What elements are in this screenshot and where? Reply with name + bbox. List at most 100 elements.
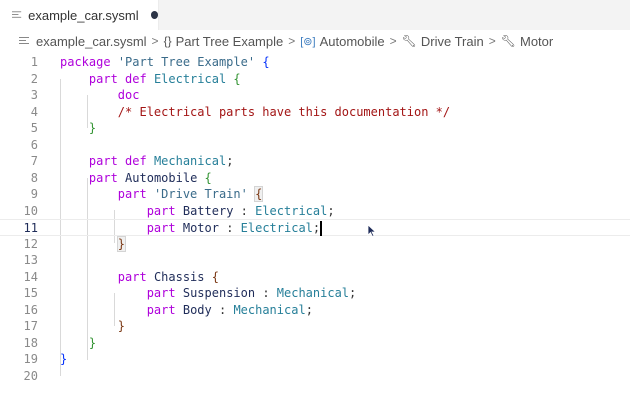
indent-guide bbox=[114, 293, 115, 326]
code-token bbox=[60, 204, 147, 218]
code-text: part Chassis { bbox=[60, 269, 219, 286]
line-number: 19 bbox=[23, 352, 38, 366]
code-text: } bbox=[60, 120, 96, 137]
code-token bbox=[176, 286, 183, 300]
code-token: part bbox=[88, 170, 118, 185]
code-token: part bbox=[146, 221, 176, 235]
code-token: { bbox=[211, 269, 219, 284]
code-token bbox=[60, 303, 147, 317]
code-line[interactable]: 13 bbox=[0, 252, 630, 269]
wrench-icon: 🔧︎ bbox=[401, 34, 417, 48]
indent-guide bbox=[87, 178, 88, 360]
code-token bbox=[248, 187, 255, 201]
breadcrumb-item-package[interactable]: {} Part Tree Example bbox=[164, 34, 284, 49]
code-line[interactable]: 3 doc bbox=[0, 87, 630, 104]
code-token bbox=[147, 154, 154, 168]
breadcrumb-label: Part Tree Example bbox=[175, 33, 284, 49]
code-token: Chassis bbox=[153, 269, 205, 284]
code-line[interactable]: 20 bbox=[0, 368, 630, 385]
code-token bbox=[60, 171, 89, 185]
code-token: Suspension bbox=[182, 286, 256, 300]
code-line[interactable]: 18 } bbox=[0, 335, 630, 352]
code-line[interactable]: 11 part Motor : Electrical; bbox=[0, 219, 630, 236]
code-text: part Suspension : Mechanical; bbox=[60, 285, 357, 302]
code-token: { bbox=[204, 170, 212, 185]
code-line[interactable]: 6 bbox=[0, 137, 630, 154]
code-token: part bbox=[146, 203, 176, 218]
breadcrumb: example_car.sysml > {} Part Tree Example… bbox=[0, 30, 630, 52]
code-token: Electrical bbox=[255, 203, 328, 218]
line-number: 7 bbox=[30, 154, 38, 168]
breadcrumb-item-automobile[interactable]: [⊚] Automobile bbox=[300, 34, 384, 49]
indent-guide bbox=[87, 95, 88, 128]
line-number: 11 bbox=[23, 221, 38, 235]
breadcrumb-label: Automobile bbox=[319, 33, 385, 49]
code-text: } bbox=[60, 318, 125, 335]
code-token: Motor bbox=[182, 221, 219, 235]
code-token: } bbox=[60, 352, 68, 366]
code-token: Body bbox=[182, 302, 212, 317]
lines-icon bbox=[19, 37, 29, 44]
code-token: 'Part Tree Example' bbox=[117, 55, 256, 69]
wrench-icon: 🔧︎ bbox=[500, 34, 516, 48]
line-number: 3 bbox=[30, 88, 38, 102]
code-token: part def bbox=[88, 154, 147, 168]
tab-label: example_car.sysml bbox=[28, 7, 139, 23]
code-token bbox=[60, 187, 118, 201]
code-text: part def Mechanical; bbox=[60, 153, 234, 170]
breadcrumb-label: example_car.sysml bbox=[36, 33, 147, 49]
line-number: 5 bbox=[30, 121, 38, 135]
breadcrumb-label: Motor bbox=[520, 33, 554, 49]
breadcrumb-item-motor[interactable]: 🔧︎ Motor bbox=[501, 34, 553, 49]
tab-example-car-sysml[interactable]: example_car.sysml bbox=[0, 0, 159, 30]
code-token: ; bbox=[305, 302, 313, 317]
code-token: Mechanical bbox=[233, 302, 306, 317]
code-line[interactable]: 15 part Suspension : Mechanical; bbox=[0, 285, 630, 302]
indent-guide bbox=[114, 210, 115, 243]
code-text: part def Electrical { bbox=[60, 71, 241, 88]
unsaved-dot-icon[interactable] bbox=[150, 11, 158, 19]
code-token bbox=[60, 270, 118, 284]
code-text: part Automobile { bbox=[60, 170, 212, 187]
code-token bbox=[60, 237, 118, 251]
breadcrumb-item-drive-train[interactable]: 🔧︎ Drive Train bbox=[402, 34, 484, 49]
code-line[interactable]: 9 part 'Drive Train' { bbox=[0, 186, 630, 203]
code-token: } bbox=[88, 121, 97, 135]
code-token: Electrical bbox=[240, 221, 313, 235]
code-line[interactable]: 12 } bbox=[0, 235, 630, 253]
code-token bbox=[60, 105, 118, 119]
line-number: 8 bbox=[30, 170, 38, 185]
code-token: { bbox=[233, 71, 241, 86]
code-line[interactable]: 8 part Automobile { bbox=[0, 170, 630, 187]
code-text: } bbox=[60, 235, 127, 253]
code-line[interactable]: 10 part Battery : Electrical; bbox=[0, 203, 630, 220]
code-line[interactable]: 4 /* Electrical parts have this document… bbox=[0, 104, 630, 121]
code-token: ; bbox=[327, 203, 335, 218]
code-line[interactable]: 17 } bbox=[0, 318, 630, 335]
line-number: 10 bbox=[23, 203, 38, 218]
code-line[interactable]: 7 part def Mechanical; bbox=[0, 153, 630, 170]
code-token bbox=[60, 286, 147, 300]
code-token: part bbox=[117, 187, 147, 201]
line-number: 4 bbox=[30, 104, 38, 119]
breadcrumb-item-file[interactable]: example_car.sysml bbox=[19, 34, 147, 49]
code-token: Mechanical bbox=[276, 286, 350, 300]
line-number: 20 bbox=[23, 368, 38, 383]
code-text: /* Electrical parts have this documentat… bbox=[60, 104, 450, 121]
line-number: 13 bbox=[23, 253, 38, 267]
code-token: Automobile bbox=[125, 170, 198, 185]
code-token bbox=[60, 121, 89, 135]
code-line[interactable]: 16 part Body : Mechanical; bbox=[0, 302, 630, 319]
chevron-right-icon: > bbox=[389, 34, 397, 48]
code-line[interactable]: 19} bbox=[0, 351, 630, 368]
code-line[interactable]: 2 part def Electrical { bbox=[0, 71, 630, 88]
code-line[interactable]: 5 } bbox=[0, 120, 630, 137]
breadcrumb-label: Drive Train bbox=[420, 33, 484, 49]
code-token: Mechanical bbox=[153, 154, 227, 168]
code-text: part Motor : Electrical; bbox=[60, 220, 322, 237]
code-token bbox=[111, 55, 118, 69]
code-line[interactable]: 14 part Chassis { bbox=[0, 269, 630, 286]
line-number: 17 bbox=[23, 319, 38, 333]
